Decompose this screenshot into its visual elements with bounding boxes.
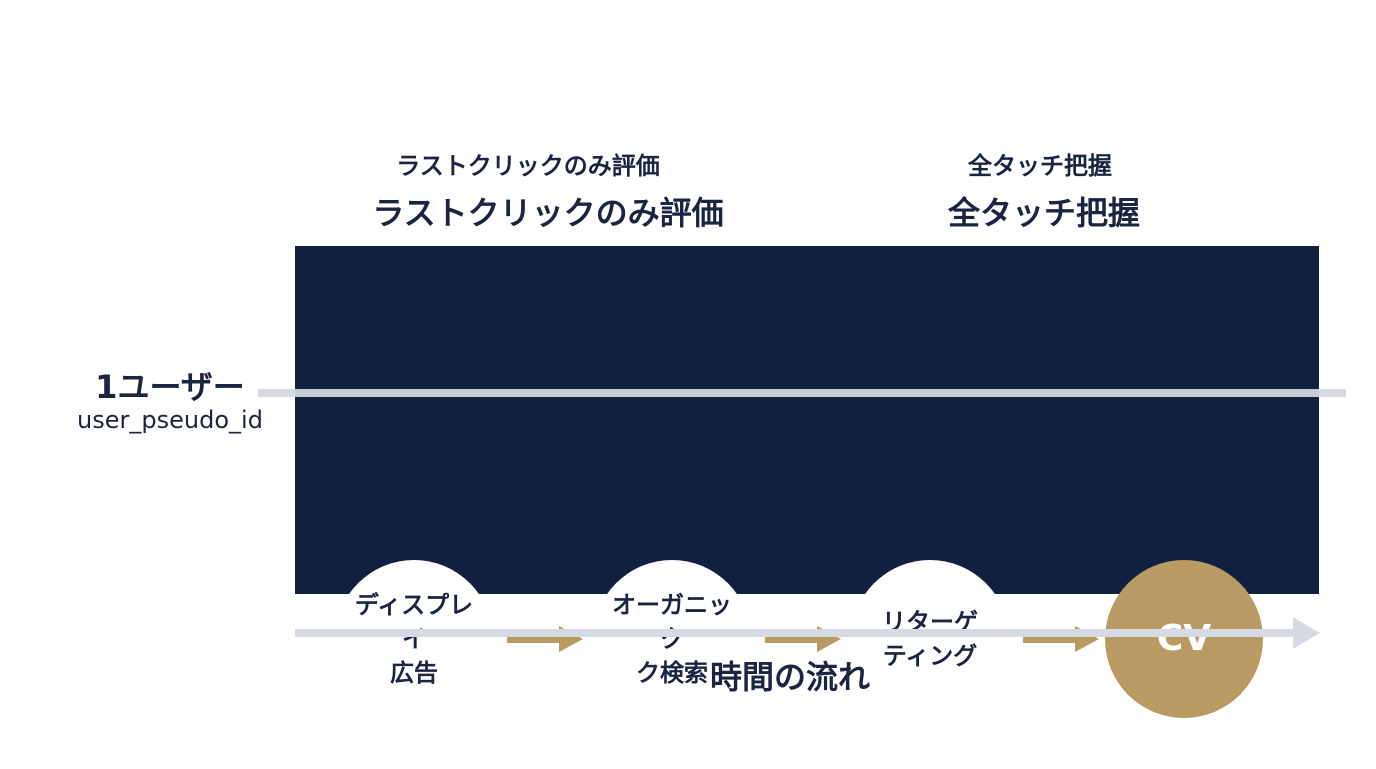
heading-all-touch-large: 全タッチ把握 [947,194,1140,232]
user-id-label: user_pseudo_id [77,406,263,434]
node-label-line2: 広告 [390,659,438,687]
user-title: 1ユーザー [95,368,245,406]
time-axis-label: 時間の流れ [709,658,870,696]
node-label-line2: ク検索 [636,659,708,687]
heading-last-click-large: ラストクリックのみ評価 [372,194,724,232]
node-source-label: traffic_source [835,736,1025,769]
node-label-line1: オーガニック [612,591,732,653]
journey-line [295,389,1319,397]
time-axis-line [295,629,1295,637]
node-source-label: traffic_source [577,736,767,769]
heading-last-click-small: ラストクリックのみ評価 [396,152,660,180]
node-label-line2: ティング [882,642,978,670]
time-axis-arrowhead [1293,617,1320,649]
node-cv: CV [1105,560,1263,718]
node-organic-search: オーガニック ク検索 [593,560,751,718]
node-cv-label: CV [1156,618,1212,659]
node-source-label: traffic_source [319,736,509,769]
node-source-label: traffic_source [1089,736,1279,769]
node-label-line1: ディスプレイ [354,591,474,653]
node-display-ad: ディスプレイ 広告 [335,560,493,718]
journey-panel: ディスプレイ 広告 traffic_source オーガニック ク検索 traf… [295,246,1319,769]
heading-all-touch-small: 全タッチ把握 [968,152,1112,180]
